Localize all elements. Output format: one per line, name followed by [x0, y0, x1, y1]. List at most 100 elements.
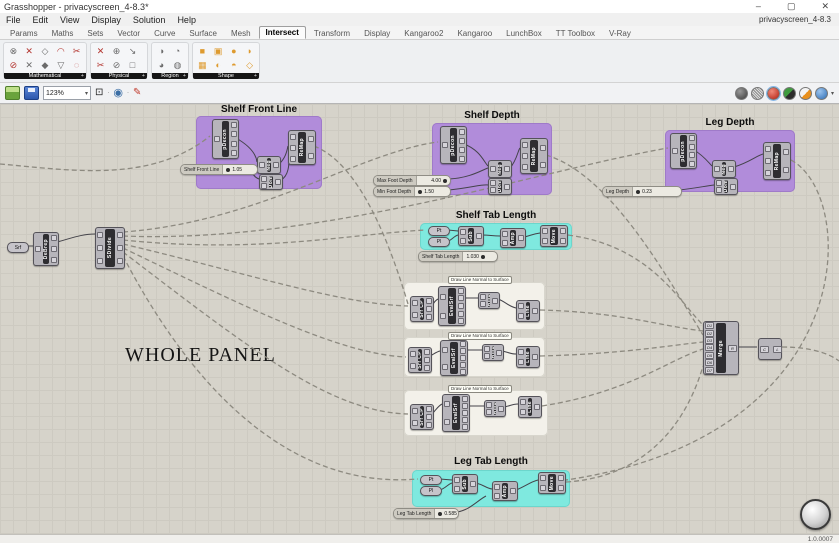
component-pdecon[interactable]: pDecon — [440, 126, 467, 164]
component-move[interactable]: Move — [538, 472, 566, 494]
intersect-math-icon[interactable]: ✕ — [22, 58, 37, 72]
component-merge[interactable]: D1 D2 D3 D4 D5 D6 D7 Merge R — [703, 321, 739, 375]
preview-wireframe-icon[interactable] — [751, 87, 764, 100]
component-evalsrf[interactable]: EvalSrf — [438, 286, 466, 326]
component-neg[interactable]: Neg — [257, 156, 281, 174]
component-pdecon[interactable]: pDecon — [670, 133, 697, 169]
component-line[interactable]: Line — [516, 346, 540, 368]
intersect-region-icon[interactable]: ◍ — [170, 58, 185, 72]
component-dom[interactable]: Dom — [488, 178, 512, 195]
tab-params[interactable]: Params — [4, 28, 44, 39]
param-pt[interactable]: Pt — [428, 226, 450, 236]
tab-intersect[interactable]: Intersect — [259, 26, 306, 39]
component-remap[interactable]: ReMap — [520, 138, 548, 174]
intersect-physical-icon[interactable]: □ — [125, 58, 140, 72]
expand-group-icon[interactable]: + — [254, 73, 257, 79]
slider-shelf-tab-length[interactable]: Shelf Tab Length 1.030 — [418, 251, 498, 262]
component-amp[interactable]: Amp — [484, 400, 506, 417]
menu-display[interactable]: Display — [91, 15, 121, 25]
param-pt[interactable]: Pt — [420, 475, 442, 485]
component-neg[interactable]: Neg — [712, 160, 736, 178]
intersect-math-icon[interactable]: ✕ — [22, 44, 37, 58]
component-amp[interactable]: Amp — [482, 344, 504, 361]
tab-lunchbox[interactable]: LunchBox — [500, 28, 548, 39]
slider-knob[interactable] — [481, 255, 485, 259]
intersect-math-icon[interactable]: ◌ — [69, 58, 84, 72]
slider-knob[interactable] — [438, 512, 442, 516]
param-srf[interactable]: Srf — [7, 242, 29, 253]
component-dom[interactable]: Dom — [714, 178, 738, 195]
intersect-physical-icon[interactable]: ✕ — [93, 44, 108, 58]
component-srfcp[interactable]: Srf CP — [410, 404, 434, 430]
component-sub[interactable]: Sub — [458, 226, 484, 246]
save-file-icon[interactable] — [24, 86, 39, 100]
tab-display[interactable]: Display — [358, 28, 396, 39]
canvas-compass-widget[interactable] — [800, 499, 831, 530]
slider-knob[interactable] — [226, 168, 230, 172]
param-pl[interactable]: Pl — [420, 486, 442, 496]
merge-input[interactable]: D3 — [705, 337, 714, 344]
component-amp[interactable]: Amp — [500, 228, 526, 248]
slider-shelf-front-line[interactable]: Shelf Front Line 1.05 — [180, 164, 258, 175]
intersect-region-icon[interactable]: ◕ — [154, 58, 169, 72]
expand-group-icon[interactable]: + — [142, 73, 145, 79]
tab-vector[interactable]: Vector — [111, 28, 146, 39]
intersect-math-icon[interactable]: ✂ — [69, 44, 84, 58]
intersect-math-icon[interactable]: ⊗ — [6, 44, 21, 58]
component-dom[interactable]: Dom — [259, 174, 283, 190]
intersect-shape-icon[interactable]: ▦ — [195, 58, 210, 72]
merge-input[interactable]: D2 — [705, 330, 714, 337]
intersect-math-icon[interactable]: ▽ — [53, 58, 68, 72]
component-line[interactable]: Line — [516, 300, 540, 322]
open-file-icon[interactable] — [5, 86, 20, 100]
component-srfcp[interactable]: Srf CP — [410, 296, 434, 322]
merge-output[interactable]: R — [728, 345, 737, 352]
intersect-shape-icon[interactable]: ◓ — [227, 58, 242, 72]
intersect-shape-icon[interactable]: ◇ — [242, 58, 257, 72]
loft-input[interactable]: C — [760, 346, 769, 353]
slider-leg-tab-length[interactable]: Leg Tab Length 0.585 — [393, 508, 459, 519]
merge-input[interactable]: D6 — [705, 359, 714, 366]
slider-knob[interactable] — [443, 179, 447, 183]
intersect-shape-icon[interactable]: ◐ — [211, 58, 226, 72]
draw-icons-toggle-icon[interactable] — [783, 87, 796, 100]
intersect-shape-icon[interactable]: ■ — [195, 44, 210, 58]
intersect-region-icon[interactable]: ◑ — [154, 44, 169, 58]
component-loft[interactable]: C Loft L — [758, 338, 782, 360]
merge-input[interactable]: D7 — [705, 367, 714, 374]
intersect-physical-icon[interactable]: ✂ — [93, 58, 108, 72]
tab-tt-toolbox[interactable]: TT Toolbox — [550, 28, 601, 39]
component-move[interactable]: Move — [540, 225, 568, 247]
tab-vray[interactable]: V-Ray — [603, 28, 637, 39]
param-pl[interactable]: Pl — [428, 237, 450, 247]
merge-input[interactable]: D1 — [705, 322, 714, 329]
tab-kangaroo[interactable]: Kangaroo — [451, 28, 498, 39]
menu-solution[interactable]: Solution — [133, 15, 166, 25]
menu-edit[interactable]: Edit — [33, 15, 49, 25]
intersect-shape-icon[interactable]: ◗ — [242, 44, 257, 58]
close-button[interactable]: ✕ — [821, 1, 829, 12]
tab-maths[interactable]: Maths — [46, 28, 80, 39]
component-debrep[interactable]: DeBrep — [33, 232, 59, 266]
merge-input[interactable]: D4 — [705, 344, 714, 351]
component-remap[interactable]: ReMap — [763, 142, 791, 180]
intersect-math-icon[interactable]: ◠ — [53, 44, 68, 58]
slider-max-foot-depth[interactable]: Max Foot Depth 4.00 — [373, 175, 451, 186]
component-sub[interactable]: Sub — [452, 474, 478, 494]
component-remap[interactable]: ReMap — [288, 130, 316, 165]
draw-fancy-wires-icon[interactable] — [799, 87, 812, 100]
intersect-math-icon[interactable]: ⊘ — [6, 58, 21, 72]
component-srfcp[interactable]: Srf CP — [408, 347, 432, 373]
menu-help[interactable]: Help — [177, 15, 196, 25]
slider-knob[interactable] — [418, 190, 422, 194]
intersect-shape-icon[interactable]: ▣ — [211, 44, 226, 58]
tab-transform[interactable]: Transform — [308, 28, 356, 39]
expand-group-icon[interactable]: + — [81, 73, 84, 79]
preview-off-icon[interactable] — [735, 87, 748, 100]
intersect-shape-icon[interactable]: ● — [227, 44, 242, 58]
component-neg[interactable]: Neg — [488, 160, 512, 178]
slider-min-foot-depth[interactable]: Min Foot Depth 1.50 — [373, 186, 451, 197]
slider-leg-depth[interactable]: Leg Depth 0.23 — [602, 186, 682, 197]
tab-mesh[interactable]: Mesh — [225, 28, 257, 39]
grasshopper-canvas[interactable]: Shelf Front Line Shelf Depth Leg Depth S… — [0, 104, 839, 534]
